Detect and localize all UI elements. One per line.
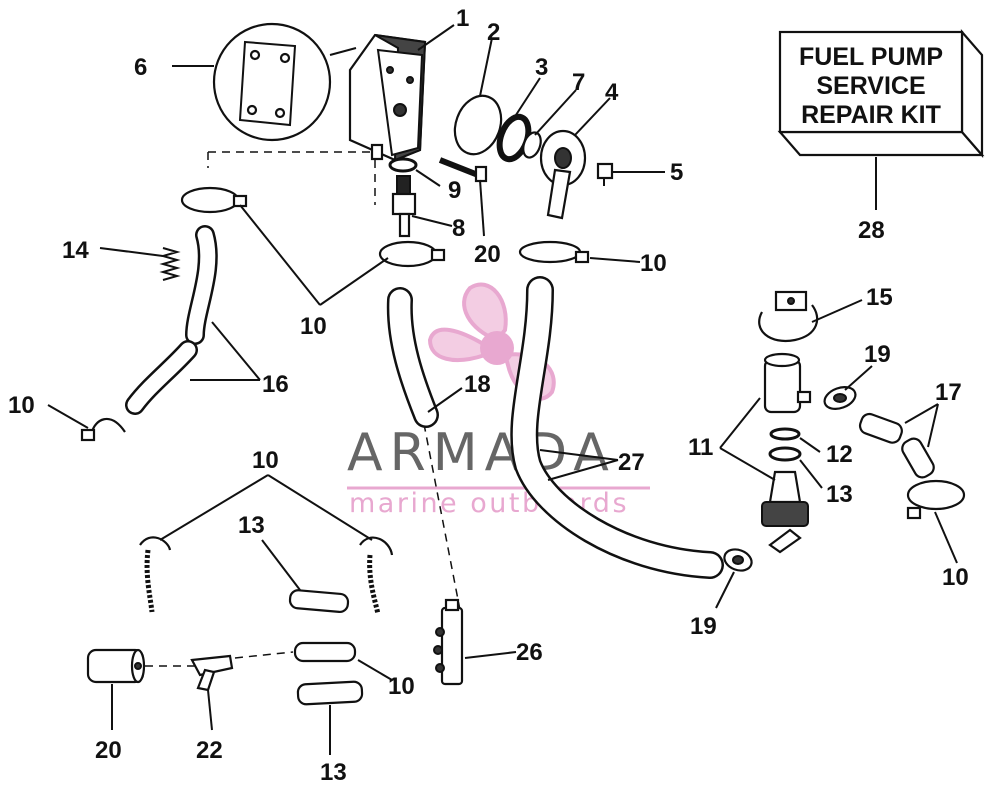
callout-20-lower: 20	[95, 737, 122, 764]
callout-27: 27	[618, 449, 645, 476]
kit-label-line-1: FUEL PUMP	[799, 43, 943, 71]
callout-7: 7	[572, 69, 585, 96]
callout-11: 11	[688, 434, 713, 461]
filter-bracket	[758, 290, 819, 343]
clamp-upper-left	[180, 186, 248, 214]
short-hose-13-mid	[288, 589, 350, 614]
cover-screw	[596, 162, 614, 186]
hose-17-a	[858, 412, 903, 444]
callout-3: 3	[535, 54, 548, 81]
clamp-center	[378, 240, 446, 268]
filter-gasket	[768, 446, 802, 462]
callout-10-left: 10	[8, 392, 35, 419]
o-ring-large	[453, 94, 503, 156]
fuel-manifold	[433, 598, 464, 686]
spring	[159, 247, 181, 281]
hose-17-b	[901, 437, 935, 479]
pump-bolt	[438, 157, 488, 183]
filter-element	[761, 470, 809, 554]
short-hose-13-bottom	[296, 680, 364, 706]
callout-10-bottom: 10	[388, 673, 415, 700]
fuel-pump-body	[348, 33, 427, 162]
callout-16: 16	[262, 371, 289, 398]
callout-14: 14	[62, 237, 89, 264]
inline-filter	[86, 648, 146, 684]
callout-9: 9	[448, 177, 461, 204]
callout-12: 12	[826, 441, 853, 468]
kit-label-line-2: SERVICE	[816, 72, 925, 100]
filter-o-ring	[769, 427, 801, 441]
clamp-strap-right	[359, 536, 394, 615]
clamp-left-open	[80, 418, 126, 442]
callout-28: 28	[858, 217, 885, 244]
callout-10-left-center: 10	[300, 313, 327, 340]
small-gasket	[388, 157, 418, 173]
callout-10-right: 10	[640, 250, 667, 277]
guide-line-pump	[207, 151, 376, 205]
callout-4: 4	[605, 79, 619, 106]
gasket-detail-magnified	[212, 22, 357, 142]
callout-10-lower-left: 10	[252, 447, 279, 474]
callout-1: 1	[456, 5, 469, 32]
callout-22: 22	[196, 737, 223, 764]
callout-13-right: 13	[826, 481, 853, 508]
clamp-far-right	[906, 479, 966, 520]
leader-lines	[47, 24, 958, 755]
fuel-filter-canister	[763, 352, 812, 414]
pump-fitting	[391, 175, 417, 238]
hose-clip-lower	[723, 548, 753, 572]
repair-kit-box	[777, 29, 985, 158]
callout-6: 6	[134, 54, 147, 81]
clamp-strap-left	[139, 536, 172, 613]
callout-15: 15	[866, 284, 893, 311]
callout-2: 2	[487, 19, 500, 46]
callout-20-upper: 20	[474, 241, 501, 268]
callout-13-bottom: 13	[320, 759, 347, 786]
guide-line-hose-26	[399, 299, 461, 611]
watermark-brand: ARMADA	[347, 423, 616, 483]
tee-fitting	[145, 651, 294, 692]
hose-clip-upper	[823, 386, 857, 410]
kit-label-line-3: REPAIR KIT	[801, 101, 941, 129]
clamp-right	[518, 240, 590, 264]
callout-17: 17	[935, 379, 962, 406]
pump-cover	[539, 129, 587, 220]
callout-19-lower: 19	[690, 613, 717, 640]
callout-18: 18	[464, 371, 491, 398]
callout-10-far-right: 10	[942, 564, 969, 591]
callout-labels: 1 2 3 7 4 6 5 9 8 20 10 14 10 28 15 19 1…	[8, 5, 969, 786]
short-hose-10-lower	[293, 641, 357, 663]
callout-19-upper: 19	[864, 341, 891, 368]
callout-13-mid: 13	[238, 512, 265, 539]
callout-8: 8	[452, 215, 465, 242]
callout-26: 26	[516, 639, 543, 666]
callout-5: 5	[670, 159, 683, 186]
